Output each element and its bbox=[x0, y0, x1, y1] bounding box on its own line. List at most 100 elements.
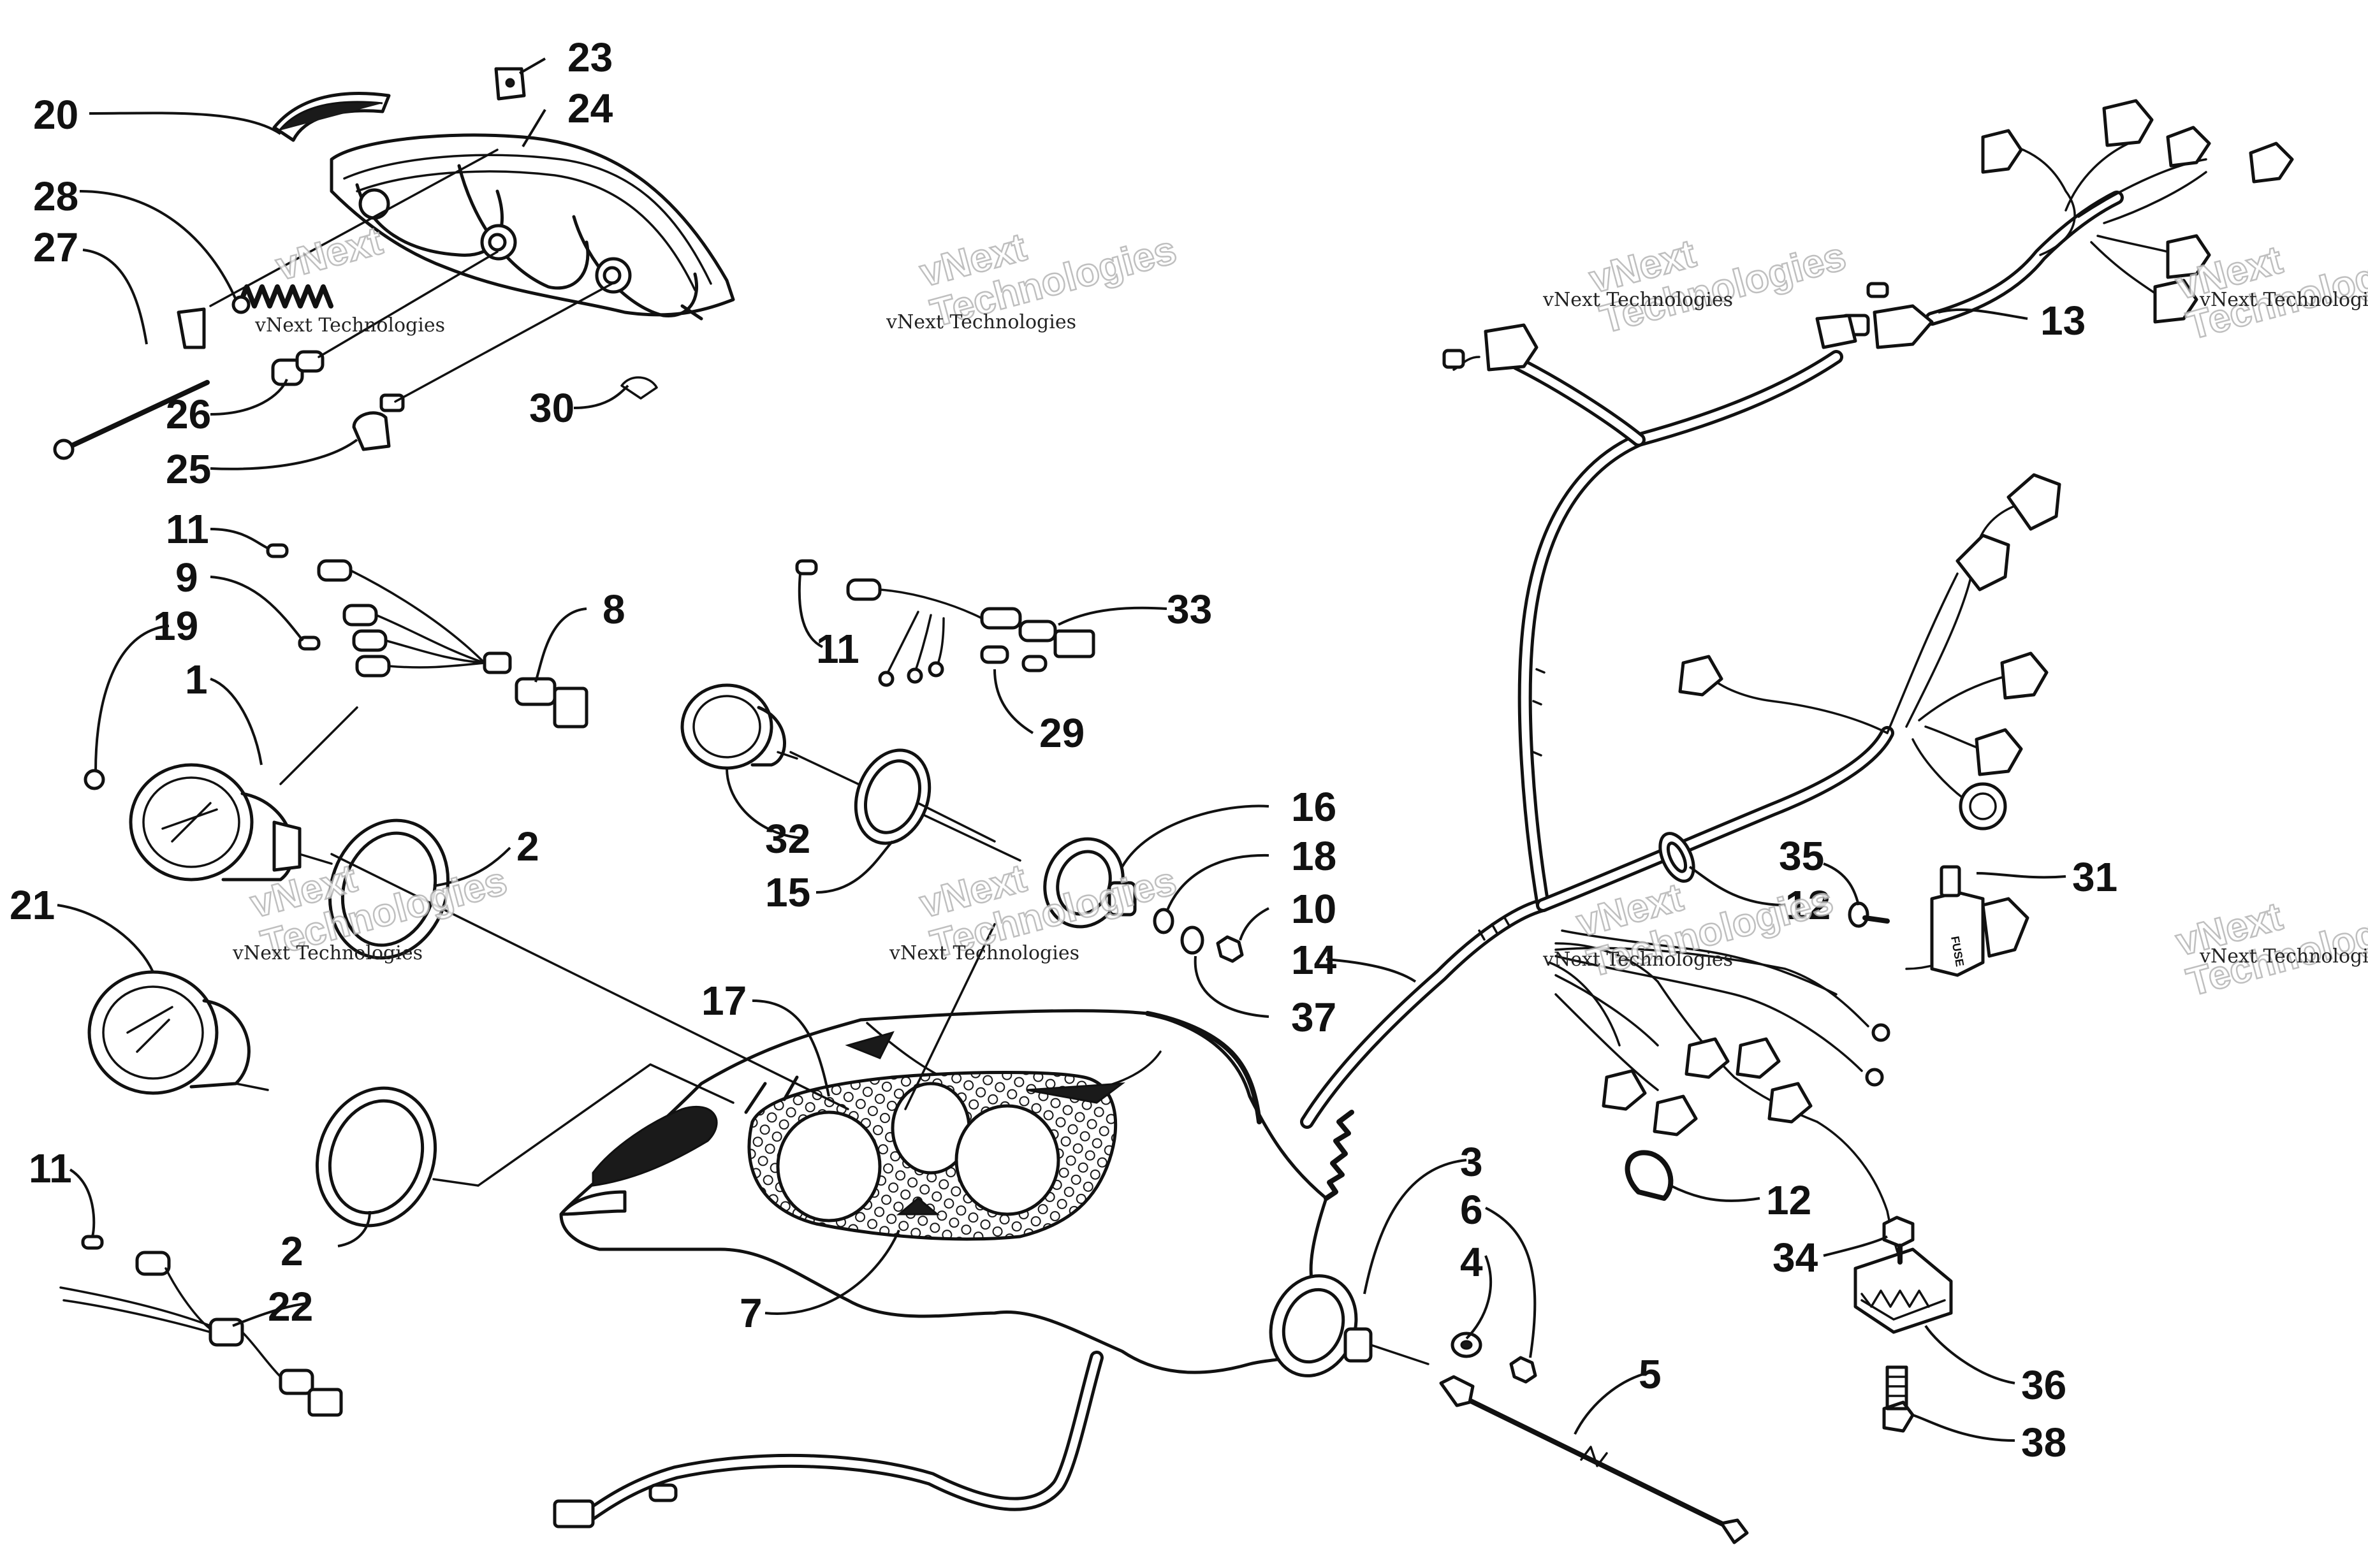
callout-leaders bbox=[57, 57, 2066, 1442]
callout-label: 31 bbox=[2072, 854, 2117, 900]
spring-28 bbox=[231, 284, 333, 314]
nut-10 bbox=[1216, 935, 1244, 963]
washer-4-hole bbox=[1460, 1340, 1473, 1350]
grommet-12-lower bbox=[1625, 1150, 1674, 1201]
watermark-small-text: vNext Technologies bbox=[232, 942, 423, 964]
watermark-small-text: vNext Technologies bbox=[886, 311, 1076, 333]
clip-30 bbox=[620, 376, 658, 400]
callout-label: 8 bbox=[603, 586, 625, 632]
watermark-small-text: vNext Technologies bbox=[1542, 948, 1733, 971]
callout-label: 13 bbox=[2040, 298, 2086, 344]
console-wire-lead bbox=[553, 1351, 1104, 1528]
watermark-small-text: vNext Technologies bbox=[889, 942, 1079, 964]
callout-label: 11 bbox=[816, 626, 859, 672]
callout-label: 36 bbox=[2021, 1362, 2066, 1408]
headlight-bulb-25 bbox=[352, 393, 405, 451]
grommet-12-upper bbox=[1658, 832, 1695, 883]
nut-6 bbox=[1509, 1356, 1537, 1384]
headlight-assembly bbox=[330, 133, 735, 321]
tachometer-gauge bbox=[87, 970, 269, 1095]
watermark: vNextTechnologies vNext Technologies bbox=[2171, 201, 2368, 349]
main-wiring-harness bbox=[1300, 191, 2124, 1129]
callout-label: 30 bbox=[529, 385, 574, 431]
callout-label: 15 bbox=[765, 869, 810, 915]
callout-label: 11 bbox=[29, 1145, 72, 1191]
callout-label: 20 bbox=[33, 92, 78, 138]
gauge-harness-33 bbox=[795, 559, 1095, 687]
callout-label: 22 bbox=[268, 1284, 313, 1330]
watermark-small-text: vNext Technologies bbox=[254, 314, 445, 337]
watermark-small-text: vNext Technologies bbox=[2199, 945, 2368, 968]
callout-label: 2 bbox=[516, 824, 539, 869]
harness-13-connectors bbox=[1815, 99, 2294, 349]
watermark-small-text: vNext Technologies bbox=[2199, 289, 2368, 311]
dash-console bbox=[559, 1009, 1361, 1374]
callout-label: 7 bbox=[740, 1290, 763, 1336]
callout-label: 38 bbox=[2021, 1419, 2066, 1465]
callout-label: 37 bbox=[1291, 994, 1336, 1040]
callout-label: 32 bbox=[765, 816, 810, 862]
callout-label: 14 bbox=[1291, 937, 1337, 983]
speedometer-cable-5 bbox=[1439, 1375, 1749, 1544]
watermark-large: vNextTechnologies bbox=[1585, 194, 1850, 342]
watermark-small-text: vNext Technologies bbox=[1542, 289, 1733, 311]
gauge-harness-upper bbox=[266, 543, 588, 729]
bezel-ring-15 bbox=[854, 748, 932, 845]
callout-label: 19 bbox=[153, 603, 198, 649]
watermark: vNextTechnologies vNext Technologies bbox=[2171, 894, 2368, 1006]
harness-left-branch bbox=[1442, 323, 1538, 372]
callout-label: 25 bbox=[166, 446, 211, 492]
bolt-38 bbox=[1882, 1365, 1915, 1433]
watermark-large: vNext bbox=[272, 219, 387, 289]
callout-label: 9 bbox=[175, 555, 198, 600]
callout-label: 2 bbox=[281, 1228, 303, 1274]
fuse-holder-31: FUSE bbox=[1905, 865, 2029, 977]
callout-numbers: 20 2 3 24 28 27 26 25 30 11 9 8 19 1 2 21… bbox=[10, 34, 2117, 1465]
callout-label: 12 bbox=[1766, 1177, 1811, 1223]
harness-lower-cluster bbox=[1548, 929, 1908, 1276]
callout-label: 5 bbox=[1639, 1351, 1662, 1397]
callout-label: 10 bbox=[1291, 886, 1336, 932]
watermark: vNextTechnologies vNext Technologies bbox=[1542, 194, 1851, 343]
headlight-leader-lines bbox=[209, 149, 613, 403]
bulb-19 bbox=[84, 769, 105, 790]
callout-label: 28 bbox=[33, 173, 78, 219]
callout-label: 11 bbox=[166, 506, 209, 552]
voltage-regulator-36 bbox=[1853, 1247, 1953, 1334]
callout-label: 21 bbox=[10, 882, 55, 928]
callout-label: 24 bbox=[567, 85, 613, 131]
speedometer-gauge bbox=[129, 706, 358, 882]
watermark: vNextTechnologies vNext Technologies bbox=[889, 855, 1181, 968]
callout-label: 6 bbox=[1460, 1187, 1483, 1233]
clip-23 bbox=[494, 67, 526, 101]
callout-label: 27 bbox=[33, 224, 78, 270]
headlight-seal-strip bbox=[272, 92, 391, 142]
callout-label: 3 bbox=[1460, 1139, 1483, 1185]
speedometer-cup-3 bbox=[1269, 1274, 1429, 1377]
callout-label: 29 bbox=[1039, 710, 1085, 756]
callout-label: 1 bbox=[185, 657, 208, 702]
washer-18 bbox=[1153, 908, 1174, 934]
callout-label: 18 bbox=[1291, 833, 1336, 879]
callout-label: 12 bbox=[1785, 882, 1831, 928]
watermark: vNextTechnologies vNext Technologies bbox=[886, 224, 1181, 337]
screw-35 bbox=[1848, 901, 1890, 928]
switch-16 bbox=[1043, 837, 1137, 929]
adjuster-screw-27 bbox=[53, 307, 210, 460]
callout-label: 26 bbox=[166, 391, 211, 437]
bezel-ring-2-lower bbox=[315, 1086, 437, 1228]
watermark-large: vNextTechnologies bbox=[2172, 201, 2368, 349]
callout-label: 16 bbox=[1291, 784, 1336, 830]
small-gauge-32 bbox=[680, 683, 1021, 862]
bezel-ring-2-upper bbox=[328, 818, 450, 960]
callout-label: 17 bbox=[701, 978, 747, 1024]
callout-label: 34 bbox=[1772, 1235, 1818, 1281]
callout-label: 35 bbox=[1779, 833, 1824, 879]
washer-37 bbox=[1180, 926, 1204, 955]
callout-label: 4 bbox=[1460, 1239, 1483, 1285]
bulb-26 bbox=[271, 350, 325, 386]
assembly-leader-lines bbox=[330, 802, 996, 1187]
harness-right-branch bbox=[1678, 473, 2061, 831]
callout-label: 33 bbox=[1167, 586, 1212, 632]
